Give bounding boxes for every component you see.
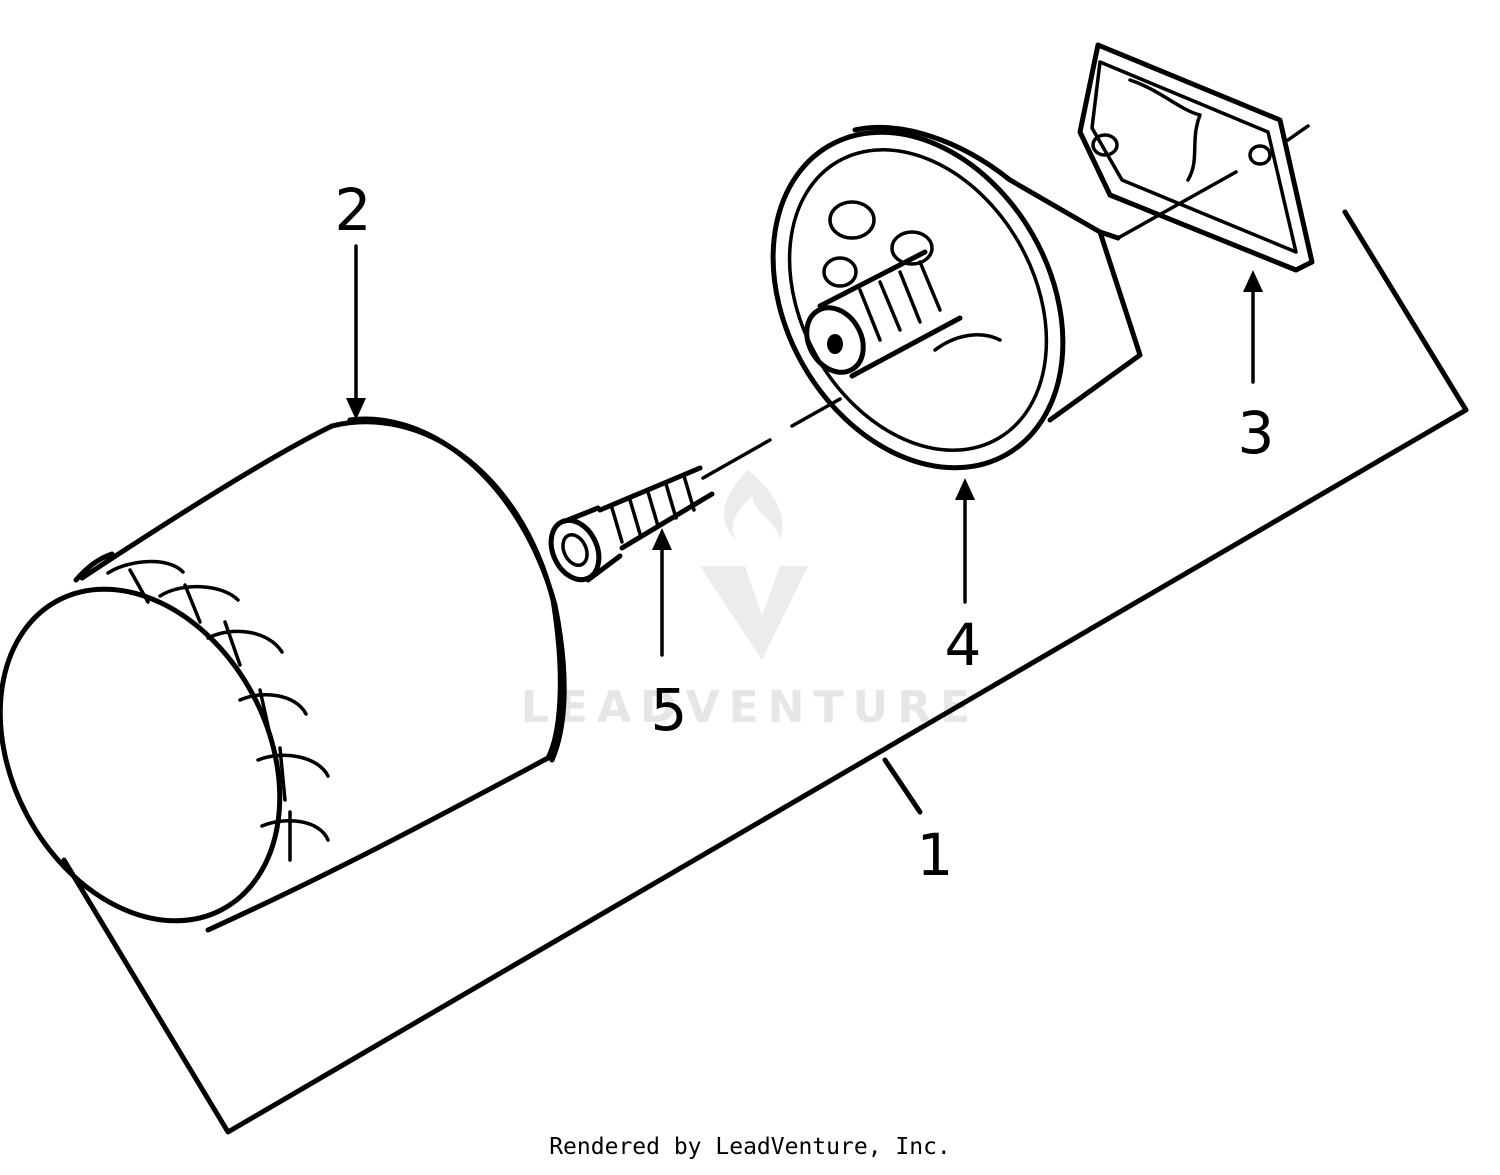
axis-line [701, 124, 1310, 480]
callout-1: 1 [917, 821, 954, 889]
assembly-bracket [61, 209, 1469, 1135]
bolt [548, 465, 715, 583]
callout-4: 4 [945, 611, 982, 679]
leader-arrow-2 [346, 244, 366, 420]
watermark-logo-icon [700, 566, 808, 660]
leader-arrow-3 [1243, 270, 1263, 384]
callout-5: 5 [651, 676, 688, 744]
gasket [1077, 42, 1315, 273]
leader-arrow-5 [652, 528, 672, 657]
leader-arrow-4 [955, 478, 975, 604]
filter-adapter [770, 125, 1143, 471]
watermark: LEADVENTURE [521, 470, 979, 733]
callout-2: 2 [335, 176, 372, 244]
footer-credit: Rendered by LeadVenture, Inc. [549, 1134, 951, 1160]
callout-3: 3 [1238, 399, 1275, 467]
watermark-text: LEADVENTURE [521, 682, 979, 733]
oil-filter [0, 416, 567, 933]
watermark-flame-icon [724, 470, 783, 540]
